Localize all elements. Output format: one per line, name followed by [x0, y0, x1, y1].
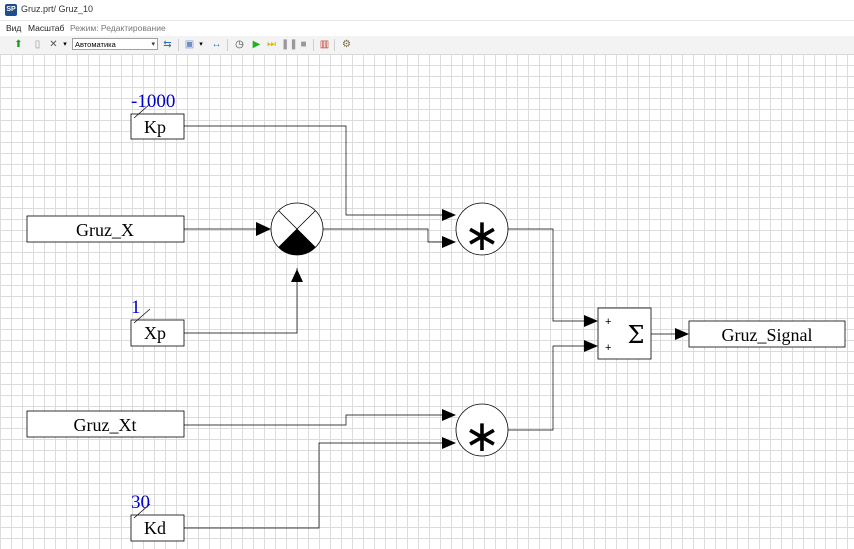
toolbar-separator — [313, 39, 314, 51]
block-gruz-x[interactable]: Gruz_X — [26, 215, 185, 243]
diagram-canvas[interactable]: -1000 Kp Gruz_X 1 Xp ∗ — [0, 55, 854, 549]
sum-input1-sign: + — [605, 316, 611, 328]
block-gruz-signal[interactable]: Gruz_Signal — [688, 320, 846, 348]
toolbar: ⬆ ▯ ✕ ▾ Автоматика ▾ ⇆ ▣ ▾ ↔ ◷ ▶ ⏭ ❚❚ ■ … — [0, 36, 854, 55]
mult-bottom-symbol: ∗ — [464, 411, 501, 462]
arrow-sum-in2 — [584, 340, 598, 352]
gruz-x-label: Gruz_X — [76, 220, 134, 240]
up-arrow-icon[interactable]: ⬆ — [14, 39, 23, 50]
arrow-comparator-in — [256, 222, 271, 236]
sum-input2-sign: + — [605, 342, 611, 354]
solver-select[interactable]: Автоматика ▾ — [72, 38, 158, 50]
mult-top-symbol: ∗ — [464, 210, 501, 261]
block-gruz-xt[interactable]: Gruz_Xt — [26, 410, 185, 438]
toolbar-separator — [178, 39, 179, 51]
timer-icon[interactable]: ◷ — [235, 39, 244, 50]
xp-label: Xp — [144, 323, 166, 343]
arrow-output — [675, 328, 689, 340]
block-sum[interactable]: + + Σ — [597, 307, 652, 360]
block-xp[interactable]: 1 Xp — [130, 297, 185, 347]
arrow-mult-bottom-in1 — [442, 409, 456, 421]
chevron-down-icon: ▾ — [151, 41, 155, 48]
menu-view[interactable]: Вид — [6, 23, 22, 33]
gruz-xt-label: Gruz_Xt — [74, 415, 137, 435]
tools-icon[interactable]: ✕ — [49, 39, 58, 50]
dropdown-icon[interactable]: ▾ — [63, 41, 67, 48]
sum-symbol: Σ — [628, 321, 645, 349]
solver-select-value: Автоматика — [75, 40, 116, 49]
wire-gruzxt-mult[interactable] — [184, 414, 442, 426]
kd-value: 30 — [131, 492, 150, 513]
diagram-svg: -1000 Kp Gruz_X 1 Xp ∗ — [26, 91, 846, 542]
app-logo-icon: SP — [5, 4, 17, 16]
stop-icon[interactable]: ■ — [300, 39, 307, 50]
step-icon[interactable]: ⏭ — [267, 39, 276, 50]
xp-value: 1 — [131, 297, 141, 318]
settings-icon[interactable]: ⚙ — [342, 39, 351, 50]
wire-kd-mult[interactable] — [184, 442, 442, 529]
block-multiplier-top[interactable]: ∗ — [455, 202, 509, 261]
dropdown-icon[interactable]: ▾ — [199, 41, 203, 48]
gruz-signal-label: Gruz_Signal — [722, 325, 813, 345]
document-icon[interactable]: ▯ — [34, 39, 41, 50]
layers-icon[interactable]: ▣ — [184, 39, 195, 50]
title-bar: SP Gruz.prt/ Gruz_10 — [0, 0, 854, 21]
arrow-mult-bottom-in2 — [442, 437, 456, 449]
arrow-sum-in1 — [584, 315, 598, 327]
wire-comparator-mult[interactable] — [323, 228, 442, 243]
arrow-comparator-bottom — [291, 269, 303, 282]
window-title: Gruz.prt/ Gruz_10 — [21, 4, 94, 14]
block-comparator[interactable] — [270, 202, 324, 256]
pause-icon[interactable]: ❚❚ — [281, 39, 298, 50]
wire-mult-sum-2[interactable] — [508, 345, 584, 431]
kd-label: Kd — [144, 518, 166, 538]
swap-icon[interactable]: ⇆ — [163, 39, 172, 50]
menu-scale[interactable]: Масштаб — [28, 23, 65, 33]
toolbar-separator — [227, 39, 228, 51]
wire-mult-sum-1[interactable] — [508, 228, 584, 322]
connections — [184, 125, 675, 529]
wire-kp-mult[interactable] — [184, 125, 442, 216]
kp-label: Kp — [144, 117, 166, 137]
arrow-mult-top-in1 — [442, 209, 456, 221]
chart-icon[interactable]: ▥ — [319, 39, 330, 50]
block-kp[interactable]: -1000 Kp — [130, 91, 185, 140]
link-icon[interactable]: ↔ — [211, 39, 222, 50]
menu-bar: Вид Масштаб Режим: Редактирование — [0, 21, 854, 35]
arrowheads — [256, 209, 689, 449]
play-icon[interactable]: ▶ — [252, 39, 261, 50]
mode-indicator: Режим: Редактирование — [70, 23, 166, 33]
kp-value: -1000 — [131, 91, 175, 112]
block-multiplier-bottom[interactable]: ∗ — [455, 403, 509, 462]
wire-xp-comparator[interactable] — [184, 268, 298, 334]
arrow-mult-top-in2 — [442, 236, 456, 248]
toolbar-separator — [334, 39, 335, 51]
block-kd[interactable]: 30 Kd — [130, 492, 185, 542]
